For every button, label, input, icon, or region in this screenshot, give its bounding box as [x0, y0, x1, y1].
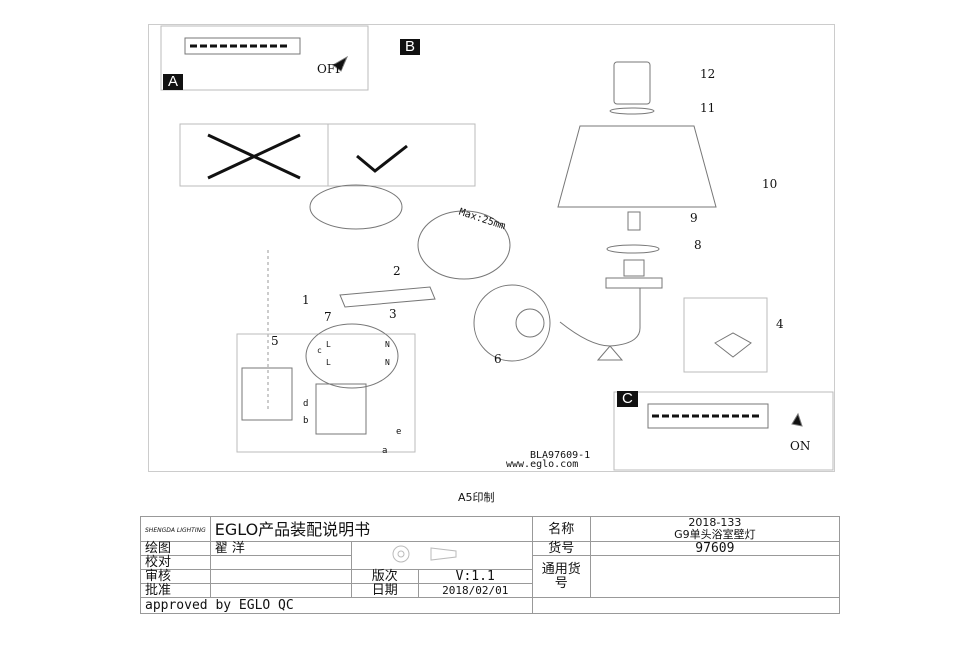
off-label: OFF: [317, 62, 344, 76]
version-label: 版次: [350, 569, 419, 584]
step-b-tag: B: [400, 39, 421, 55]
arrow-off-icon: [332, 55, 349, 72]
part-7: 7: [324, 310, 332, 324]
assembly-drawing: [148, 24, 835, 472]
part-2: 2: [393, 264, 401, 278]
part-8: 8: [694, 238, 702, 252]
part-4: 4: [776, 317, 784, 331]
part-5: 5: [271, 334, 279, 348]
general-item-label: 通用货号: [531, 555, 591, 598]
symbol-cell: [350, 541, 533, 570]
check-label: 校对: [140, 555, 211, 570]
part-1: 1: [302, 293, 310, 307]
name-label: 名称: [531, 516, 591, 542]
drawing-code: BLA97609-1: [530, 450, 591, 461]
document-title: EGLO产品装配说明书: [209, 516, 533, 542]
product-name: G9单头浴室壁灯: [674, 528, 756, 541]
wire-l2: L: [326, 358, 331, 367]
part-3: 3: [389, 307, 397, 321]
wrong-icon: [207, 133, 301, 180]
step-e: e: [396, 427, 402, 437]
step-a: a: [382, 446, 388, 456]
step-d: d: [303, 399, 309, 409]
part-9: 9: [690, 211, 698, 225]
step-c-tag: C: [617, 391, 638, 407]
mounting: [267, 184, 511, 410]
arrow-on-icon: [791, 412, 803, 427]
breaker-a: [184, 37, 301, 55]
date-label: 日期: [350, 583, 419, 598]
logo-text: SHENGDA LIGHTING: [145, 526, 206, 534]
website: www.eglo.com: [506, 459, 579, 470]
wire-l1: L: [326, 340, 331, 349]
step-a-tag: A: [163, 74, 184, 90]
part-6: 6: [494, 352, 502, 366]
item-value: 97609: [589, 541, 841, 556]
part-12: 12: [700, 67, 716, 81]
breaker-c: [647, 403, 769, 429]
on-label: ON: [790, 439, 811, 453]
logo: SHENGDA LIGHTING: [140, 516, 211, 542]
part-10: 10: [762, 177, 778, 191]
print-note: A5印制: [458, 491, 495, 504]
wire-n1: N: [385, 340, 390, 349]
approved-note: approved by EGLO QC: [140, 597, 533, 614]
model-code: 2018-133: [688, 516, 742, 529]
review-label: 审核: [140, 569, 211, 584]
wire-n2: N: [385, 358, 390, 367]
correct-icon: [356, 144, 408, 173]
projection-symbol-icon: [392, 545, 457, 563]
drawn-label: 绘图: [140, 541, 211, 556]
version-value: V:1.1: [417, 569, 533, 584]
title-block: SHENGDA LIGHTING EGLO产品装配说明书 名称 2018-133…: [140, 516, 841, 614]
item-label: 货号: [531, 541, 591, 556]
date-value: 2018/02/01: [417, 583, 533, 598]
lamp-parts: [473, 61, 768, 373]
approve-label: 批准: [140, 583, 211, 598]
step-b: b: [303, 416, 309, 426]
part-11: 11: [700, 101, 716, 115]
wire-c: c: [317, 346, 322, 355]
drawn-value: 翟 洋: [209, 541, 352, 556]
